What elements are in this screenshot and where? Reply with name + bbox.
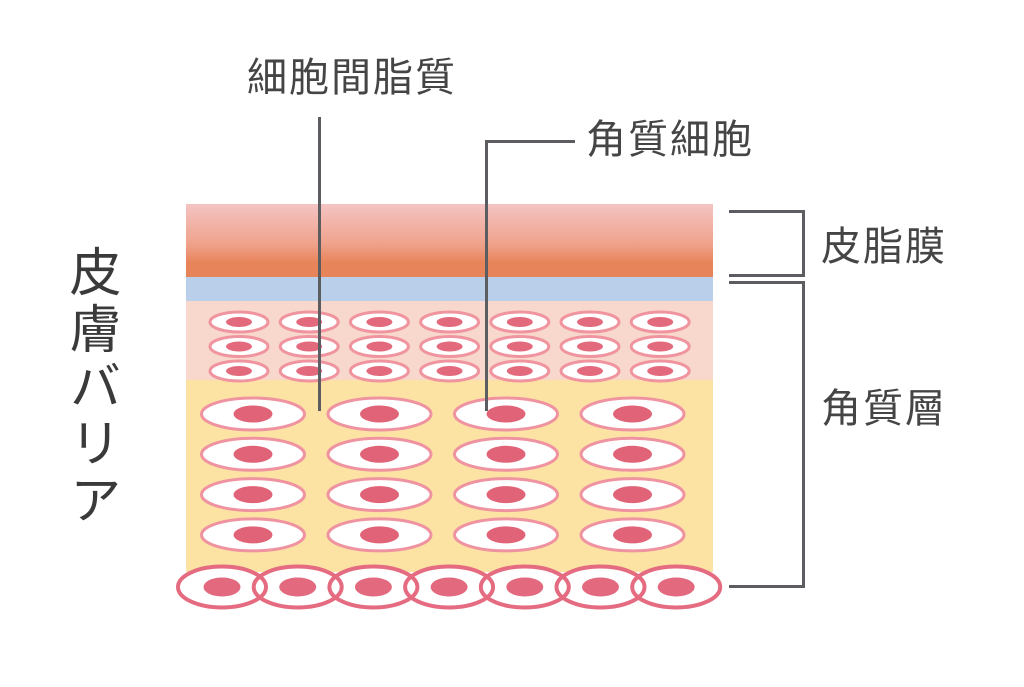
small-cell-nucleus: [577, 366, 603, 376]
small-cell-nucleus: [577, 317, 603, 327]
basal-cell-border: [630, 564, 723, 610]
bracket-sebum-film: [729, 210, 805, 277]
corneocyte-nucleus: [360, 526, 399, 544]
basal-cell-nucleus: [354, 577, 392, 597]
large-corneocyte-cells: [200, 396, 686, 553]
leader-line-corneocyte-horizontal: [485, 140, 575, 143]
leader-line-corneocyte-vertical: [485, 140, 488, 411]
basal-cell-nucleus: [203, 577, 241, 597]
corneocyte-nucleus: [486, 445, 526, 463]
basal-cell-border: [554, 564, 647, 610]
basal-cell-border: [251, 564, 344, 610]
small-cell-nucleus: [226, 341, 252, 352]
corneocyte-nucleus: [233, 526, 273, 544]
basal-cell-nucleus: [506, 577, 544, 597]
corneocyte-nucleus: [360, 405, 399, 423]
small-cell-nucleus: [366, 341, 393, 352]
small-cell-nucleus: [436, 366, 463, 376]
small-cell-nucleus: [647, 341, 674, 352]
corneocyte-nucleus: [233, 486, 273, 504]
corneocyte-nucleus: [486, 526, 526, 544]
corneocyte-nucleus: [486, 405, 526, 423]
small-corneocyte-cells: [208, 310, 691, 383]
basal-cell-border: [176, 564, 268, 610]
basal-cell-row: [176, 564, 723, 610]
corneocyte-nucleus: [233, 445, 273, 463]
basal-cell-border: [478, 564, 571, 610]
small-cell-nucleus: [296, 317, 323, 327]
small-cell-nucleus: [366, 366, 393, 376]
side-label-skin-barrier: 皮膚バリア: [60, 245, 120, 530]
small-cell-nucleus: [506, 366, 533, 376]
small-cell-nucleus: [366, 317, 393, 327]
basal-cell-nucleus: [582, 577, 619, 597]
corneocyte-nucleus: [233, 405, 273, 423]
small-cell-nucleus: [296, 341, 323, 352]
label-intercellular-lipid: 細胞間脂質: [247, 55, 457, 101]
small-cell-nucleus: [436, 317, 463, 327]
small-cell-nucleus: [226, 317, 252, 327]
corneocyte-nucleus: [613, 486, 652, 504]
label-sebum-film: 皮脂膜: [821, 224, 947, 270]
small-cell-nucleus: [647, 317, 674, 327]
sebum-film-layer: [186, 204, 713, 277]
small-cell-nucleus: [226, 366, 252, 376]
basal-cell-nucleus: [657, 577, 695, 597]
corneocyte-nucleus: [486, 486, 526, 504]
small-cell-nucleus: [647, 366, 674, 376]
small-cell-nucleus: [296, 366, 323, 376]
corneocyte-nucleus: [360, 486, 399, 504]
corneocyte-nucleus: [613, 526, 652, 544]
corneocyte-nucleus: [360, 445, 399, 463]
moisture-blue-layer: [186, 277, 713, 301]
basal-cell-border: [403, 564, 496, 610]
small-cell-nucleus: [577, 341, 603, 352]
corneocyte-nucleus: [613, 445, 652, 463]
basal-cell-border: [327, 564, 420, 610]
basal-cell-nucleus: [430, 577, 468, 597]
basal-cell-nucleus: [279, 577, 317, 597]
small-cell-nucleus: [436, 341, 463, 352]
label-stratum-corneum: 角質層: [821, 386, 947, 432]
label-corneocyte: 角質細胞: [586, 117, 754, 163]
skin-cross-section-illustration: [176, 204, 723, 610]
corneocyte-nucleus: [613, 405, 652, 423]
leader-line-intercellular-lipid: [318, 117, 321, 411]
small-cell-nucleus: [506, 317, 533, 327]
small-cell-nucleus: [506, 341, 533, 352]
bracket-stratum-corneum: [729, 281, 805, 588]
